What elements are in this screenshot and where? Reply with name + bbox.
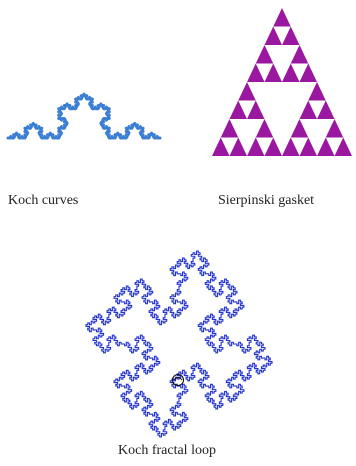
sierpinski-triangle [326, 119, 344, 138]
sierpinski-triangle [300, 64, 318, 83]
sierpinski-triangle [247, 138, 265, 157]
koch-curves-caption: Koch curves [8, 193, 78, 209]
sierpinski-triangle [308, 82, 326, 101]
sierpinski-triangle [273, 8, 291, 27]
sierpinski-triangle [230, 101, 248, 120]
sierpinski-triangle [256, 119, 274, 138]
sierpinski-triangles [212, 8, 352, 156]
sierpinski-triangle [317, 101, 335, 120]
koch-curve-line [8, 94, 160, 138]
koch-fractal-loop-caption: Koch fractal loop [118, 443, 216, 459]
sierpinski-triangle [256, 45, 274, 64]
koch-curve-figure [0, 70, 170, 170]
sierpinski-triangle [265, 64, 283, 83]
sierpinski-triangle [282, 138, 300, 157]
sierpinski-triangle [221, 119, 239, 138]
sierpinski-triangle [291, 119, 309, 138]
sierpinski-gasket-caption: Sierpinski gasket [218, 193, 314, 209]
sierpinski-triangle [238, 82, 256, 101]
koch-fractal-loop-figure [83, 248, 275, 440]
sierpinski-triangle [317, 138, 335, 157]
sierpinski-triangle [247, 64, 265, 83]
sierpinski-triangle [282, 64, 300, 83]
sierpinski-triangle [230, 138, 248, 157]
sierpinski-triangle [335, 138, 353, 157]
sierpinski-triangle [212, 138, 230, 157]
sierpinski-triangle [282, 27, 300, 46]
sierpinski-triangle [265, 138, 283, 157]
sierpinski-triangle [247, 101, 265, 120]
koch-loop-path [86, 251, 272, 437]
sierpinski-triangle [265, 27, 283, 46]
sierpinski-triangle [291, 45, 309, 64]
sierpinski-triangle [300, 101, 318, 120]
sierpinski-gasket-figure [210, 6, 354, 158]
sierpinski-triangle [300, 138, 318, 157]
